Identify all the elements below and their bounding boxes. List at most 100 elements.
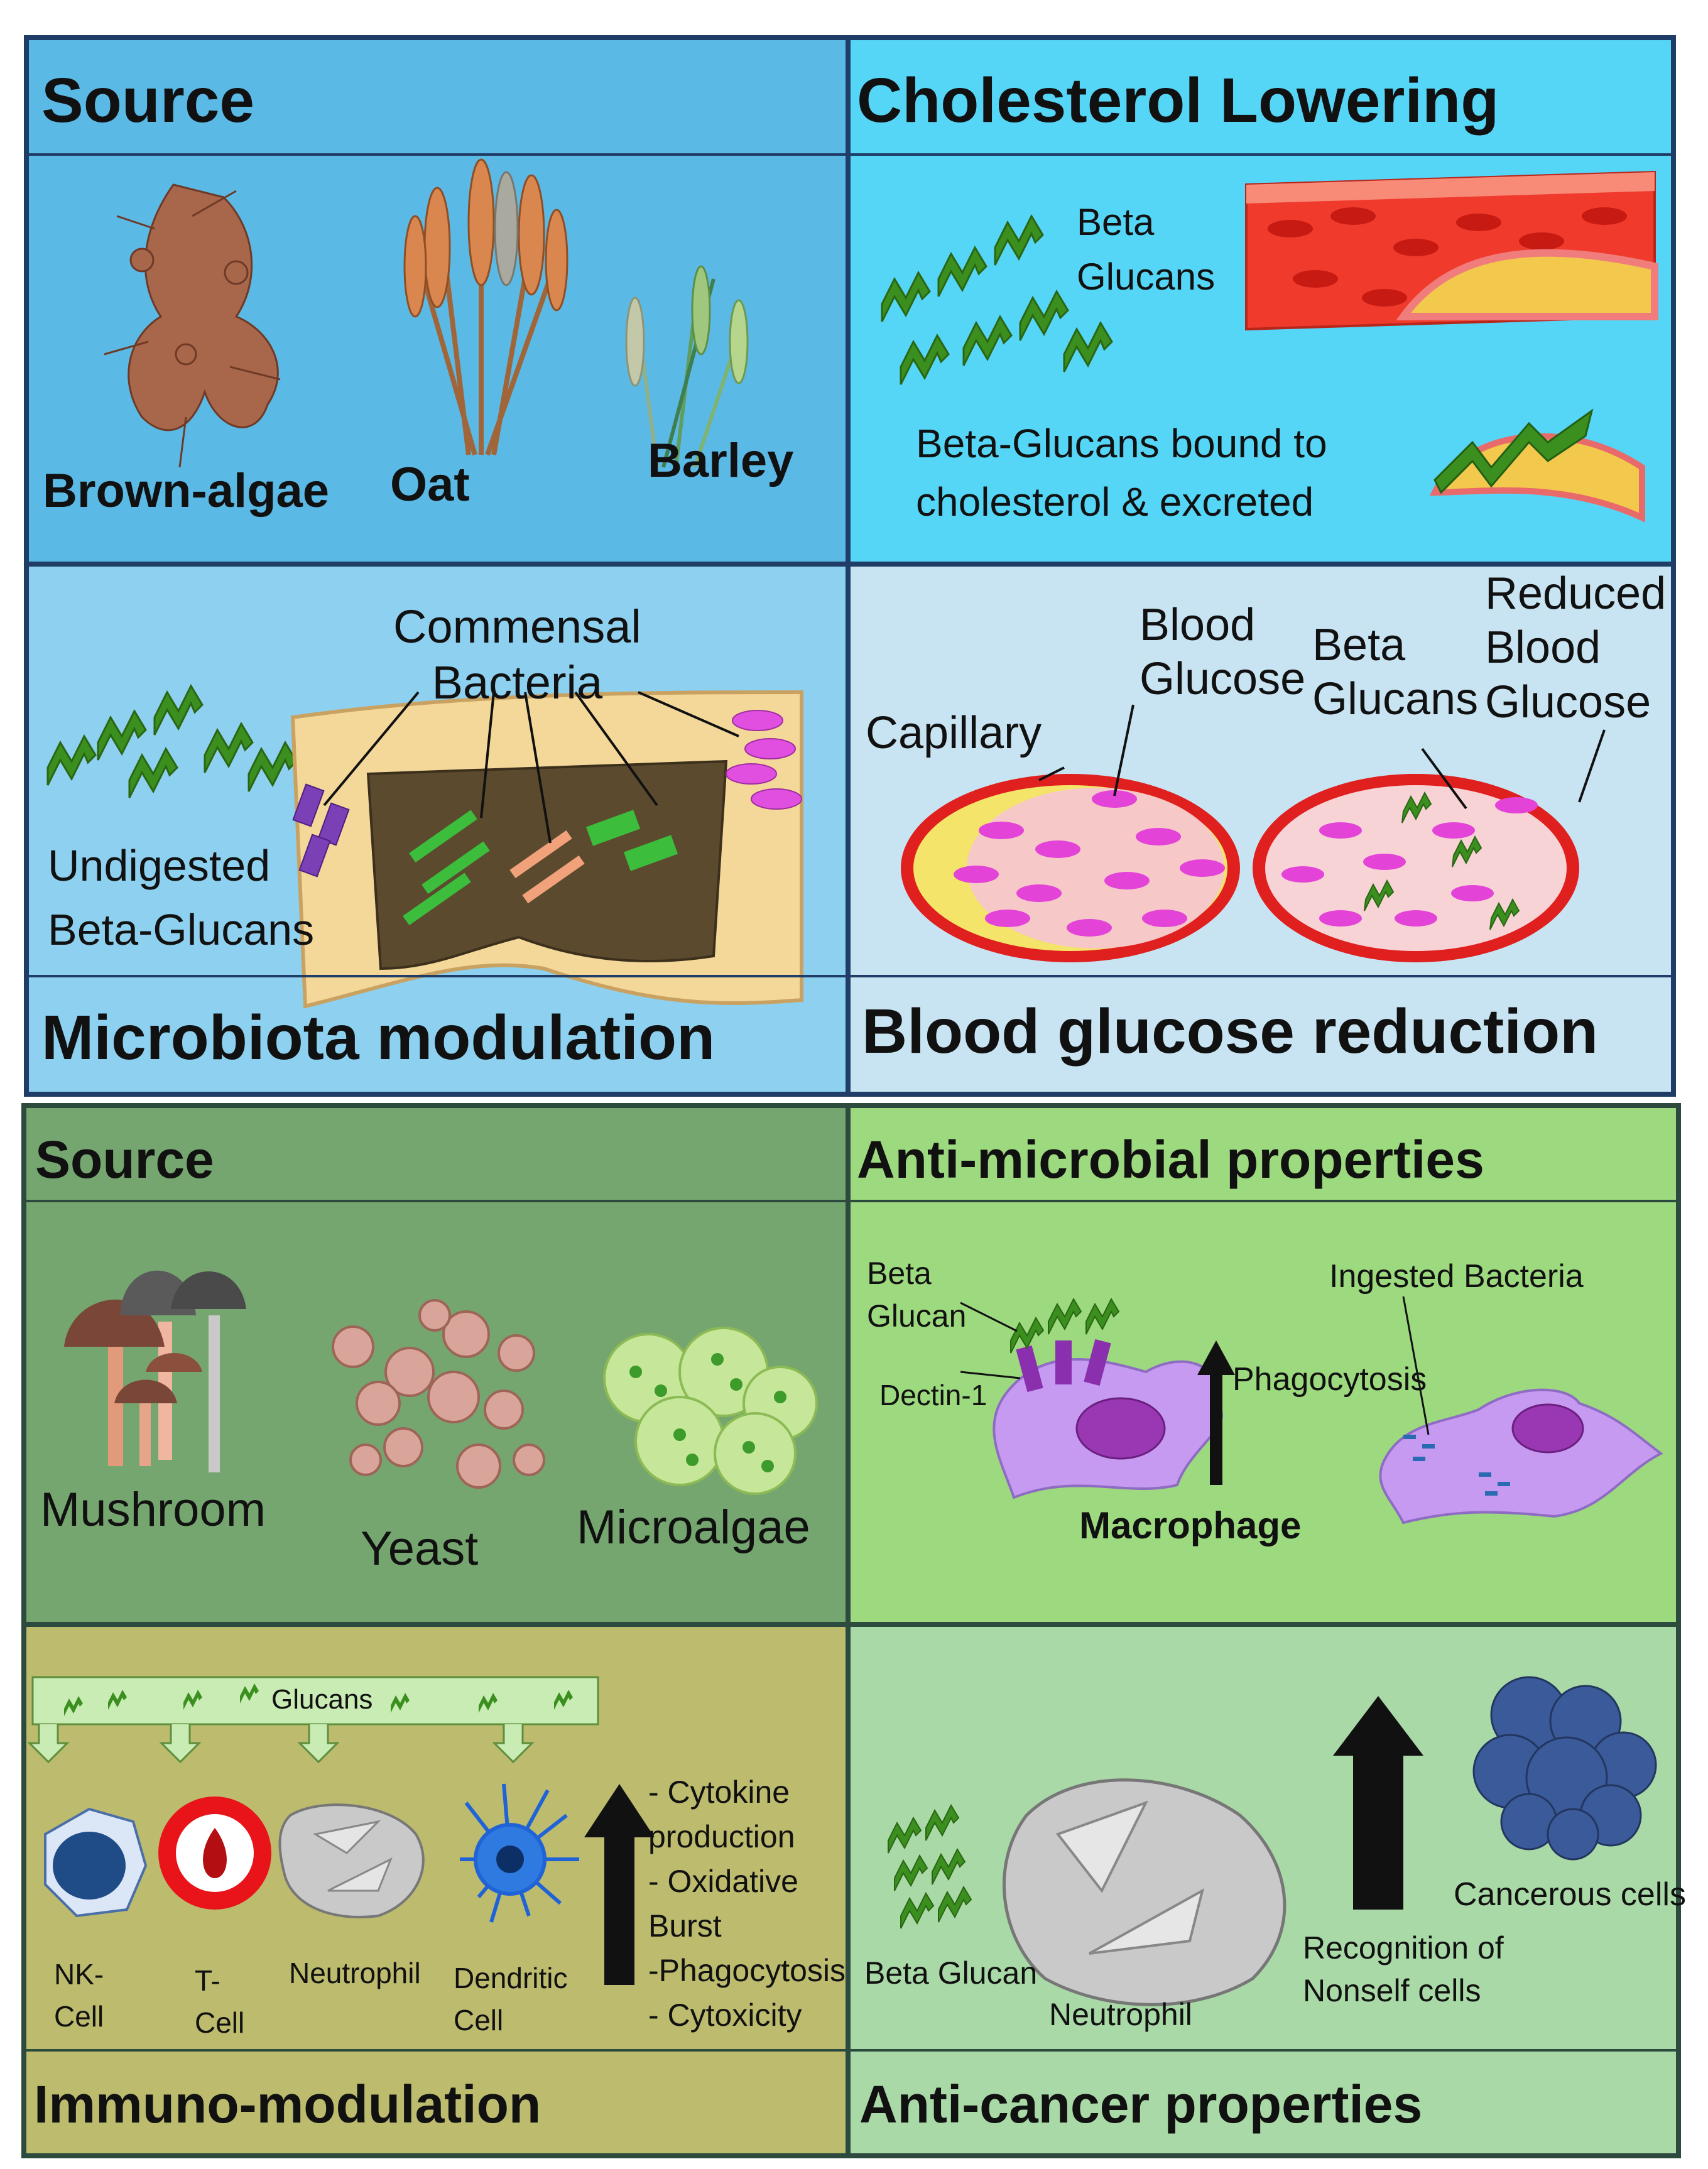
antimicrobial-title: Anti-microbial properties: [857, 1130, 1484, 1189]
label-dectin: Dectin-1: [879, 1379, 987, 1411]
source-panel-bottom: Source Mushroom Yeast Micr: [26, 1108, 846, 1622]
label-nk-line1: NK-: [54, 1958, 104, 1991]
label-dendritic-line1: Dendritic: [454, 1962, 568, 1994]
cancerous-cells-icon: [1472, 1676, 1657, 1861]
oat-icon: [403, 158, 568, 456]
label-undigested-line2: Beta-Glucans: [48, 905, 315, 954]
beta-glucan-molecules-icon: [881, 214, 1113, 385]
label-dendritic-line2: Cell: [454, 2003, 504, 2036]
label-am-beta-line1: Beta: [867, 1256, 932, 1291]
source-panel-top: Source Brown-algae Oat Ba: [29, 40, 846, 562]
label-commensal-line1: Commensal: [393, 601, 641, 653]
label-am-beta-line2: Glucan: [867, 1298, 967, 1334]
label-mushroom: Mushroom: [40, 1483, 266, 1536]
fungal-algal-sources-illustration: [64, 1270, 818, 1495]
label-recognition: Recognition of Nonself cells: [1303, 1927, 1504, 2012]
effect-cytokine: - Cytokine: [648, 1775, 790, 1810]
label-t-line1: T-: [195, 1964, 220, 1997]
label-beta-glucans-line1: Beta: [1077, 201, 1155, 243]
label-reduced-line3: Glucose: [1485, 677, 1651, 727]
macrophage-pointer-lines: [960, 1296, 1430, 1435]
anticancer-panel: Beta Glucan Neutrophil Recognition of No…: [851, 1627, 1686, 2153]
immuno-title: Immuno-modulation: [34, 2075, 541, 2134]
effect-production: production: [648, 1819, 795, 1854]
label-beta-glucans-line2: Glucans: [1077, 256, 1216, 298]
label-undigested-line1: Undigested: [48, 841, 271, 890]
label-barley: Barley: [648, 434, 794, 487]
glucans-bar-icon: [27, 1676, 599, 1764]
label-glucose-beta-line2: Glucans: [1312, 674, 1479, 725]
label-beta-glucans-top: Beta Glucans: [1077, 195, 1215, 304]
immuno-title-bar: [26, 2049, 846, 2153]
bound-cholesterol-icon: [1429, 408, 1645, 523]
phagocytosis-arrow-icon: [1197, 1340, 1235, 1485]
label-yeast: Yeast: [361, 1522, 479, 1575]
label-glucose-beta-line1: Beta: [1312, 620, 1406, 670]
brown-algae-icon: [104, 183, 281, 468]
yeast-icon: [332, 1299, 545, 1489]
label-recognition-line2: Nonself cells: [1303, 1972, 1481, 2008]
cholesterol-panel-header: [851, 40, 1671, 156]
t-cell-icon: [158, 1797, 271, 1910]
label-bound-cholesterol: Beta-Glucans bound to cholesterol & excr…: [916, 415, 1327, 531]
label-blood-glucose: Blood Glucose: [1140, 598, 1305, 707]
antimicrobial-panel-header: [851, 1108, 1676, 1202]
undigested-glucans-icon: [46, 683, 298, 798]
cholesterol-title: Cholesterol Lowering: [857, 65, 1499, 136]
glucose-title: Blood glucose reduction: [862, 996, 1599, 1067]
label-commensal-bacteria: Commensal Bacteria: [393, 599, 641, 711]
beta-glucan-cluster-icon: [888, 1803, 972, 1929]
label-phagocytosis: Phagocytosis: [1232, 1361, 1427, 1398]
label-beta-glucan-am: Beta Glucan: [867, 1253, 966, 1337]
label-reduced-line1: Reduced: [1485, 568, 1667, 619]
immuno-panel: Glucans NK- Cell T- Cell Neutrophil Dend…: [26, 1627, 846, 2153]
barley-icon: [625, 265, 749, 468]
effect-phagocytosis: -Phagocytosis: [648, 1953, 846, 1988]
label-blood-glucose-line1: Blood: [1140, 600, 1256, 650]
cholesterol-panel: Cholesterol Lowering B: [851, 40, 1671, 562]
intestine-illustration: [46, 683, 803, 1009]
label-undigested-glucans: Undigested Beta-Glucans: [48, 834, 314, 962]
label-microalgae: Microalgae: [577, 1501, 810, 1554]
label-neutrophil-large: Neutrophil: [1049, 1997, 1192, 2032]
capillary-illustration: [901, 704, 1606, 962]
dectin-glucan-icon: [1010, 1297, 1120, 1354]
label-glucans: Glucans: [271, 1684, 373, 1715]
glucose-pointer-lines: [1038, 704, 1606, 810]
label-capillary: Capillary: [866, 708, 1042, 758]
microbiota-panel: Commensal Bacteria Undigested Beta-Gluca…: [29, 567, 846, 1092]
label-oat: Oat: [390, 458, 470, 511]
source-title-bottom: Source: [35, 1130, 214, 1189]
effect-cytoxicity: - Cytoxicity: [648, 1998, 802, 2033]
anticancer-illustration: [888, 1676, 1657, 2006]
upregulation-arrow-icon: [584, 1784, 655, 1985]
immune-cells-illustration: [27, 1676, 655, 1985]
label-reduced-line2: Blood: [1485, 622, 1601, 673]
microbiota-title: Microbiota modulation: [41, 1003, 715, 1073]
capillary-right-icon: [1253, 774, 1579, 962]
label-reduced-blood-glucose: Reduced Blood Glucose: [1485, 567, 1666, 729]
source-panel-bottom-header: [26, 1108, 846, 1202]
bacteria-pointer-lines: [323, 691, 739, 844]
label-brown-algae: Brown-algae: [43, 464, 330, 518]
label-beta-glucan-ac: Beta Glucan: [864, 1955, 1038, 1991]
microalgae-icon: [603, 1327, 818, 1495]
immune-effects-list: - Cytokine production - Oxidative Burst …: [648, 1770, 846, 2038]
label-nk-cell: NK- Cell: [54, 1954, 104, 2037]
recognition-arrow-icon: [1333, 1696, 1423, 1910]
anticancer-title-bar: [851, 2049, 1676, 2153]
effect-burst: Burst: [648, 1908, 722, 1943]
macrophage-illustration: [960, 1296, 1663, 1525]
neutrophil-icon-large: [1003, 1778, 1286, 2006]
nk-cell-icon: [44, 1807, 148, 1918]
artery-icon: [1245, 170, 1658, 331]
label-recognition-line1: Recognition of: [1303, 1930, 1504, 1965]
source-panel-top-header: [29, 40, 846, 156]
neutrophil-icon-small: [278, 1803, 425, 1918]
microbiota-title-bar: [29, 975, 846, 1092]
label-blood-glucose-line2: Glucose: [1140, 654, 1306, 705]
label-t-line2: Cell: [195, 2006, 245, 2039]
label-neutrophil-small: Neutrophil: [289, 1957, 421, 1989]
anticancer-title: Anti-cancer properties: [859, 2075, 1423, 2134]
label-macrophage: Macrophage: [1079, 1504, 1302, 1547]
